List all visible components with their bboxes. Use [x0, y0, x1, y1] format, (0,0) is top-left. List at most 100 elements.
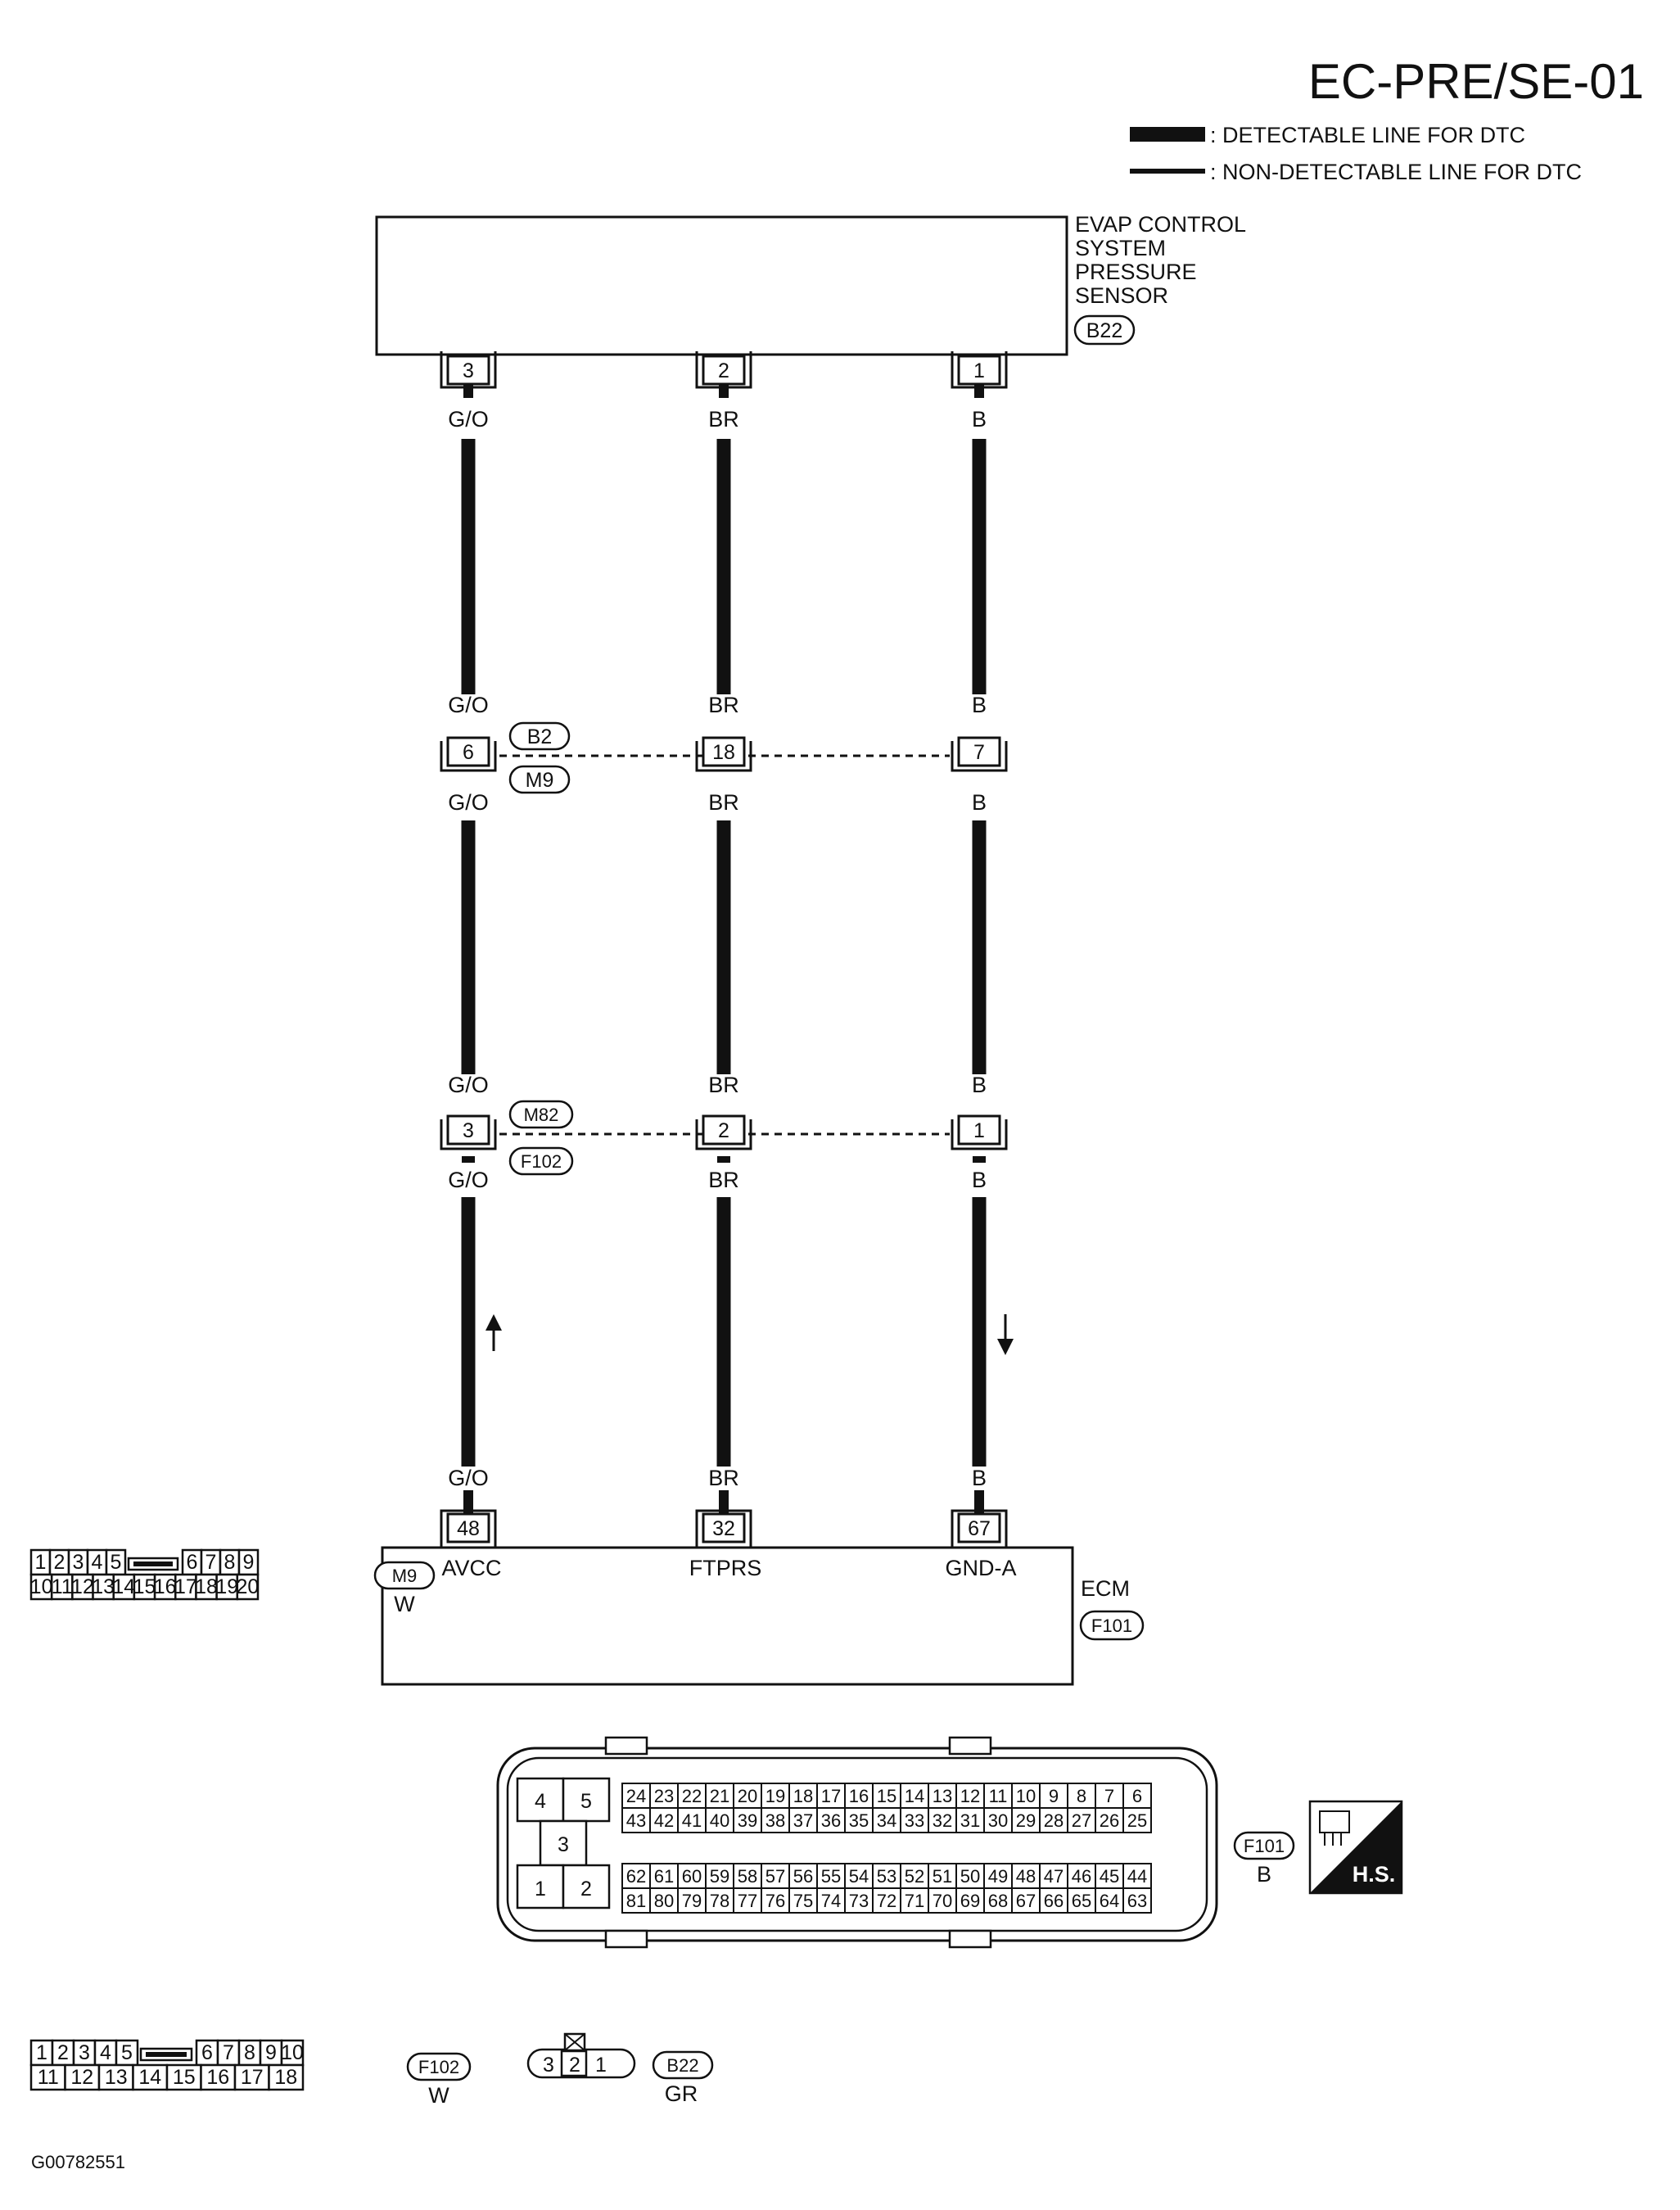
- m9-r2-cell-11: [50, 1573, 74, 1601]
- m9-r2-cell-20: [236, 1573, 260, 1601]
- f101-cell-78: [705, 1887, 734, 1914]
- f102-r2-cell-16: [200, 2063, 237, 2091]
- f101-num-76: 76: [765, 1891, 785, 1911]
- f101-cell-16: [844, 1783, 874, 1809]
- f101-num-3: 3: [558, 1833, 569, 1856]
- f101-num-19: 19: [765, 1786, 785, 1806]
- f101-cell-5: [562, 1777, 611, 1823]
- f101-num-46: 46: [1072, 1866, 1091, 1887]
- f101-num-16: 16: [849, 1786, 869, 1806]
- f101-cell-25: [1122, 1807, 1152, 1833]
- f101-cell-75: [788, 1887, 818, 1914]
- arrow-down-icon: [997, 1314, 1014, 1355]
- b22-color: GR: [665, 2081, 698, 2106]
- sensor-pin-1-box: [957, 355, 1001, 386]
- wire-color-b-6: B: [972, 1466, 987, 1490]
- wire-color-go-3: G/O: [448, 790, 489, 815]
- f102-badge: [406, 2052, 472, 2081]
- f101-num-36: 36: [821, 1810, 841, 1831]
- f101-num-72: 72: [877, 1891, 896, 1911]
- f101-num-43: 43: [626, 1810, 646, 1831]
- m9-r2-num-20: 20: [237, 1575, 260, 1598]
- ecm-name: ECM: [1081, 1576, 1130, 1601]
- f102-r1a-num-1: 1: [36, 2041, 47, 2064]
- wire-segment-2-4: [974, 1490, 984, 1515]
- f101-num-25: 25: [1127, 1810, 1147, 1831]
- wire-segment-2-1: [972, 439, 987, 694]
- m9-r1a-num-3: 3: [73, 1551, 84, 1574]
- f101-cell-22: [677, 1783, 707, 1809]
- f102-r1b-cell-6: [195, 2039, 219, 2067]
- f102-r1a-num-4: 4: [100, 2041, 111, 2064]
- f101-cell-67: [1011, 1887, 1041, 1914]
- f101-cell-2: [562, 1864, 611, 1909]
- f101-num-30: 30: [988, 1810, 1008, 1831]
- f101-num-11: 11: [989, 1786, 1008, 1806]
- ecm-box: [381, 1546, 1074, 1686]
- f102-r2-cell-17: [233, 2063, 270, 2091]
- wire-color-b-1: B: [972, 407, 987, 432]
- f101-num-79: 79: [682, 1891, 702, 1911]
- wire-segment-0-3: [461, 1197, 476, 1467]
- b22-pin-1: 1: [595, 2054, 607, 2077]
- f101-num-52: 52: [905, 1866, 924, 1887]
- f101-num-78: 78: [710, 1891, 729, 1911]
- junction2-pin-2-bracket: [695, 1119, 752, 1150]
- sensor-pin-1-label: 1: [973, 359, 985, 382]
- junction2-pin-1-label: 1: [973, 1119, 985, 1142]
- ecm-pin-48-box: [446, 1512, 490, 1543]
- wire-color-br-4: BR: [708, 1073, 739, 1097]
- f101-num-6: 6: [1132, 1786, 1142, 1806]
- footer-code: G00782551: [31, 2152, 125, 2172]
- sensor-pin-2: 2: [695, 351, 752, 389]
- f101-cell-26: [1095, 1807, 1124, 1833]
- f102-r1b-num-10: 10: [281, 2041, 304, 2064]
- f101-num-44: 44: [1127, 1866, 1147, 1887]
- junction1-pin-6-box: [446, 736, 490, 767]
- wire-segment-0-2: [461, 820, 476, 1074]
- b22-badge: [652, 2050, 714, 2080]
- f102-r1a-cell-1: [29, 2039, 54, 2067]
- f101-cell-76: [761, 1887, 790, 1914]
- junction1-pin-18-label: 18: [712, 741, 735, 764]
- m9-r2-num-18: 18: [195, 1575, 218, 1598]
- page-title: EC-PRE/SE-01: [1308, 54, 1644, 109]
- f101-num-31: 31: [960, 1810, 980, 1831]
- m9-r2-num-13: 13: [92, 1575, 115, 1598]
- f101-cell-61: [649, 1863, 679, 1889]
- f101-cell-35: [844, 1807, 874, 1833]
- wire-segment-2-3: [972, 1197, 987, 1467]
- junction1-pin-18-box: [702, 736, 746, 767]
- sensor-pin-1: 1: [951, 351, 1008, 389]
- sensor-name-line-1: EVAP CONTROL: [1075, 212, 1246, 237]
- sensor-pin-3: 3: [440, 351, 497, 389]
- f101-cell-59: [705, 1863, 734, 1889]
- ecm-pin-48-bracket: [440, 1509, 497, 1547]
- f101-num-81: 81: [626, 1891, 646, 1911]
- junction2-pin-2: 2: [695, 1114, 752, 1150]
- f101-num-70: 70: [933, 1891, 952, 1911]
- f101-num-74: 74: [821, 1891, 841, 1911]
- f101-num-17: 17: [821, 1786, 841, 1806]
- junction2-pin-1-bracket: [951, 1119, 1008, 1150]
- f102-r2-num-13: 13: [105, 2066, 128, 2089]
- f101-cell-10: [1011, 1783, 1041, 1809]
- ecm-connector-id: F101: [1091, 1616, 1132, 1636]
- ecm-pin-32-box: [702, 1512, 746, 1543]
- f101-cell-70: [928, 1887, 957, 1914]
- m9-id: M9: [392, 1566, 418, 1586]
- f101-cell-74: [816, 1887, 846, 1914]
- f101-num-8: 8: [1077, 1786, 1086, 1806]
- f101-num-45: 45: [1100, 1866, 1119, 1887]
- wire-color-br-6: BR: [708, 1466, 739, 1490]
- f101-num-51: 51: [933, 1866, 952, 1887]
- f101-num-56: 56: [793, 1866, 813, 1887]
- f102-r2-num-14: 14: [138, 2066, 161, 2089]
- f102-r1a-num-2: 2: [57, 2041, 69, 2064]
- f101-latch-1: [948, 1736, 992, 1756]
- ecm-connector-badge: [1079, 1610, 1145, 1641]
- f101-cell-53: [872, 1863, 901, 1889]
